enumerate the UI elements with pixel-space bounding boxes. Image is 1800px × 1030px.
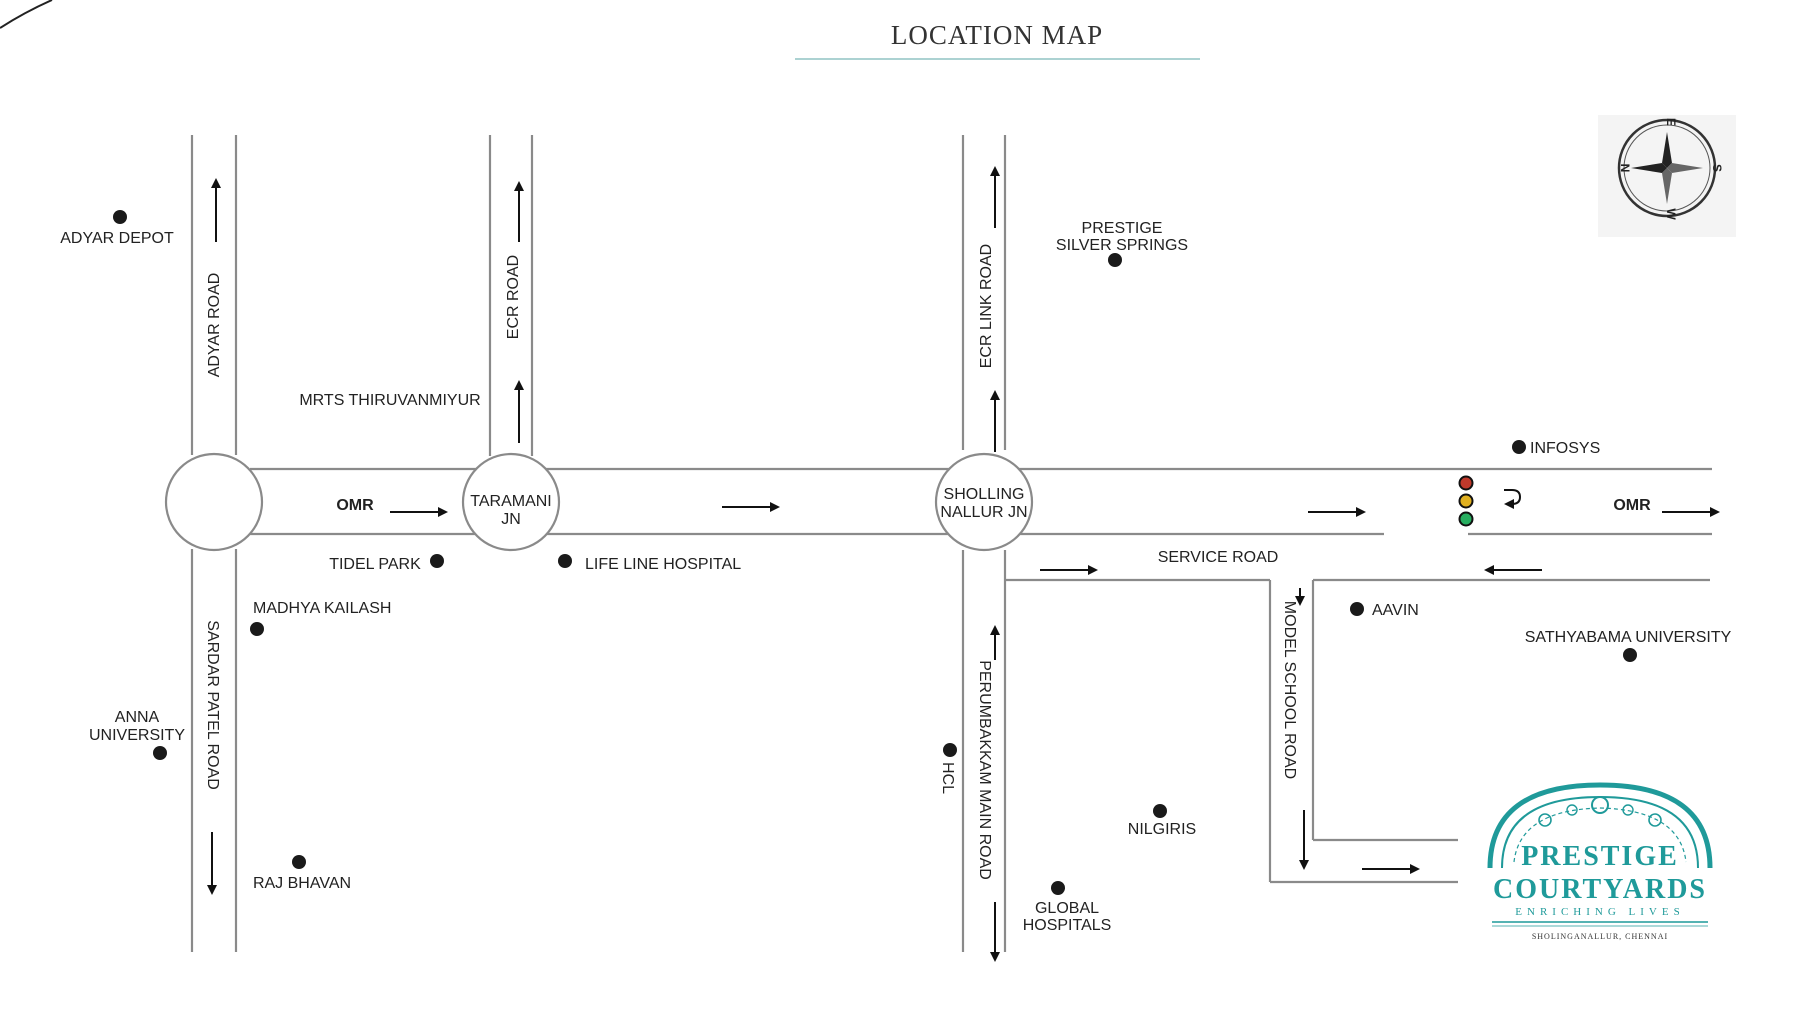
landmarks: ADYAR DEPOT MRTS THIRUVANMIYUR TIDEL PAR… [60, 210, 1732, 934]
landmark-tidel-park: TIDEL PARK [329, 556, 421, 573]
ecr-road-label: ECR ROAD [505, 255, 522, 339]
adyar-road-label: ADYAR ROAD [206, 273, 223, 378]
svg-text:N: N [1618, 164, 1632, 173]
taramani-junction [461, 452, 561, 552]
adyar-junction [164, 452, 264, 552]
landmark-raj-bhavan: RAJ BHAVAN [253, 875, 351, 892]
landmark-aavin: AAVIN [1372, 602, 1419, 619]
prestige-courtyards-logo: PRESTIGE COURTYARDS ENRICHING LIVES SHOL… [1487, 782, 1713, 941]
model-school-road-label: MODEL SCHOOL ROAD [1281, 601, 1298, 779]
landmark-prestige-ss-1: PRESTIGE [1082, 220, 1163, 237]
landmark-madhya-kailash: MADHYA KAILASH [253, 600, 391, 617]
landmark-global-1: GLOBAL [1035, 900, 1099, 917]
svg-text:W: W [1664, 208, 1678, 220]
sholling-label-1: SHOLLING [944, 486, 1025, 503]
omr-label-west: OMR [336, 497, 374, 514]
taramani-label-1: TARAMANI [470, 493, 551, 510]
ecr-link-road-label: ECR LINK ROAD [978, 244, 995, 368]
direction-arrows [207, 166, 1720, 962]
landmark-adyar-depot: ADYAR DEPOT [60, 230, 174, 247]
logo-location: SHOLINGANALLUR, CHENNAI [1532, 932, 1668, 941]
landmark-global-2: HOSPITALS [1023, 917, 1112, 934]
corner-decoration [0, 0, 53, 29]
landmark-anna-1: ANNA [115, 709, 160, 726]
perumbakkam-main-road-label: PERUMBAKKAM MAIN ROAD [976, 660, 993, 880]
sholling-nallur-junction [934, 452, 1034, 552]
landmark-hcl: HCL [939, 762, 956, 794]
taramani-label-2: JN [501, 511, 521, 528]
road-network [190, 135, 1712, 952]
sholling-label-2: NALLUR JN [940, 504, 1027, 521]
landmark-mrts: MRTS THIRUVANMIYUR [299, 392, 480, 409]
landmark-infosys: INFOSYS [1530, 440, 1600, 457]
omr-label-east: OMR [1613, 497, 1651, 514]
logo-line2: COURTYARDS [1493, 874, 1707, 905]
landmark-prestige-ss-2: SILVER SPRINGS [1056, 237, 1188, 254]
landmark-sathyabama: SATHYABAMA UNIVERSITY [1525, 629, 1732, 646]
sardar-patel-road-label: SARDAR PATEL ROAD [204, 620, 221, 790]
service-road-label: SERVICE ROAD [1158, 549, 1279, 566]
svg-text:S: S [1710, 164, 1724, 172]
logo-line1: PRESTIGE [1521, 841, 1679, 872]
landmark-life-line: LIFE LINE HOSPITAL [585, 556, 741, 573]
traffic-signal-icon [1458, 475, 1474, 527]
compass-icon: N E S W [1598, 115, 1736, 237]
landmark-anna-2: UNIVERSITY [89, 727, 185, 744]
page-title: LOCATION MAP [891, 20, 1103, 50]
svg-text:E: E [1664, 118, 1678, 126]
logo-tagline: ENRICHING LIVES [1515, 906, 1684, 918]
landmark-nilgiris: NILGIRIS [1128, 821, 1196, 838]
